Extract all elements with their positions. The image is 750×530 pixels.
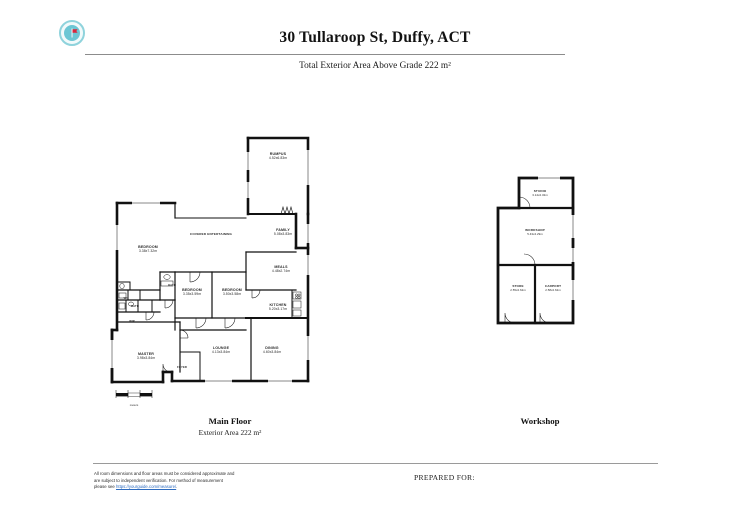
room-name: STORE xyxy=(512,284,524,288)
room-label: WIR xyxy=(129,320,135,323)
page-title: 30 Tullaroop St, Duffy, ACT xyxy=(279,29,471,46)
room-dimensions: 4.52x6.83m xyxy=(268,156,288,161)
room-label: BATH xyxy=(168,284,176,287)
room-dimensions: 3.35x3.59m xyxy=(182,292,202,297)
room-dimensions: 3.38x7.32m xyxy=(138,249,158,254)
room-name: BEDROOM xyxy=(182,288,202,292)
room-label: COVERED ENTERTAINING xyxy=(189,232,233,237)
room-name: BATH xyxy=(168,284,176,287)
room-name: CARPORT xyxy=(544,284,562,288)
disclaimer-line-3-prefix: please see xyxy=(94,484,116,490)
main-floor-caption-title: Main Floor xyxy=(208,416,252,426)
room-dimensions: 5.20x3.17m xyxy=(268,307,288,312)
room-name: FOYER xyxy=(176,366,188,369)
room-dimensions: 3.98x3.84m xyxy=(136,356,156,361)
workshop-caption-title: Workshop xyxy=(520,416,560,426)
room-name: FAMILY xyxy=(276,228,290,232)
workshop-caption: Workshop xyxy=(440,416,640,426)
room-dimensions: 4.13x3.84m xyxy=(211,350,231,355)
room-dimensions: 4.60x3.84m xyxy=(262,350,282,355)
room-name: WIR xyxy=(129,320,135,323)
room-dimensions: 4.48x2.74m xyxy=(271,269,291,274)
room-label: WC xyxy=(124,297,129,300)
measurement-method-link[interactable]: https://yourguide.com/measure/ xyxy=(115,484,177,490)
room-name: WC xyxy=(123,297,129,300)
room-dimensions: 3.50x3.58m xyxy=(222,292,242,297)
room-name: MEALS xyxy=(274,265,288,269)
room-name: DINING xyxy=(265,346,279,350)
page-subtitle: Total Exterior Area Above Grade 222 m² xyxy=(299,61,451,71)
room-dimensions: 5.08x3.83m xyxy=(273,232,293,237)
room-name: STUDIO xyxy=(533,189,547,193)
room-dimensions: 3.14x2.32m xyxy=(532,192,548,197)
room-label: FOYER xyxy=(177,366,187,369)
main-floor-caption-area: Exterior Area 222 m² xyxy=(198,428,262,437)
room-name: MASTER xyxy=(137,352,155,356)
room-name: WORKSHOP xyxy=(525,228,545,232)
compass-flag-logo-icon xyxy=(59,20,85,46)
main-floor-caption: Main Floor Exterior Area 222 m² xyxy=(130,416,330,437)
room-dimensions: 2.55x2.62m xyxy=(510,287,526,292)
room-dimensions: 5.43x4.29m xyxy=(527,231,543,236)
room-name: BEDROOM xyxy=(222,288,242,292)
disclaimer-line-1: All room dimensions and floor areas must… xyxy=(94,471,235,476)
room-label: BATH xyxy=(131,305,139,308)
disclaimer-text: All room dimensions and floor areas must… xyxy=(94,471,309,491)
title-divider xyxy=(85,54,565,55)
disclaimer-line-3-suffix: . xyxy=(176,484,178,490)
room-name: BEDROOM xyxy=(138,245,158,249)
scale-bar-caption: meters xyxy=(129,403,139,407)
room-name: RUMPUS xyxy=(269,152,287,156)
room-name: KITCHEN xyxy=(269,303,287,307)
footer-divider xyxy=(93,463,658,464)
room-name: COVERED ENTERTAINING xyxy=(189,232,233,236)
room-name: BATH xyxy=(131,305,139,308)
disclaimer-line-2: are subject to independent verification.… xyxy=(94,477,223,483)
logo-flag-glyph xyxy=(71,28,78,38)
room-name: LOUNGE xyxy=(212,346,230,350)
prepared-for-label: PREPARED FOR: xyxy=(414,473,475,482)
room-dimensions: 2.58x2.62m xyxy=(545,287,561,292)
